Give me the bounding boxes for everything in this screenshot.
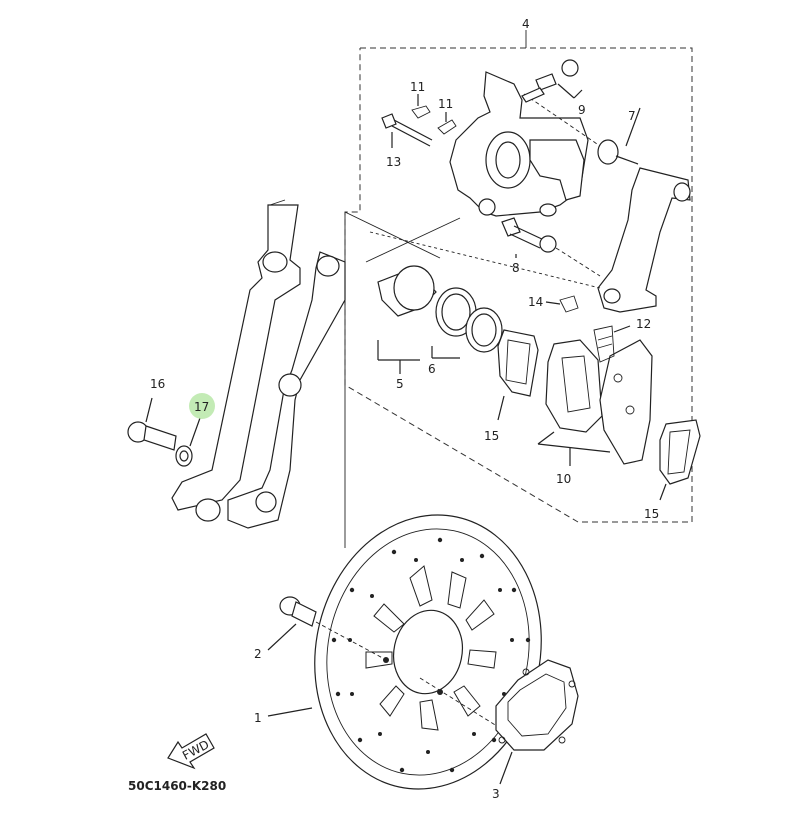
callout-8: 8 (512, 261, 520, 275)
fwd-arrow-icon: FWD (167, 733, 215, 770)
part-2-disc-bolt (267, 596, 501, 729)
caliper-body (449, 71, 589, 217)
part-14-retainer (545, 295, 579, 313)
part-15-shim-a (497, 329, 539, 421)
part-8-slide-pin (501, 217, 601, 277)
callout-3: 3 (492, 787, 500, 801)
callout-17-highlight (189, 393, 215, 419)
callout-15b: 15 (644, 507, 659, 521)
part-3-gasket (495, 659, 579, 785)
part-16-bolt (127, 397, 177, 451)
callout-1: 1 (254, 711, 262, 725)
part-9-bleed-screw (521, 59, 583, 103)
part-12-pad-spring (593, 325, 631, 363)
part-11-clip-b (437, 112, 457, 135)
callout-7: 7 (628, 109, 636, 123)
callout-5: 5 (396, 377, 404, 391)
callout-14: 14 (528, 295, 543, 309)
callout-11b: 11 (438, 97, 453, 111)
callout-13: 13 (386, 155, 401, 169)
part-5-piston (377, 265, 437, 374)
callout-16: 16 (150, 377, 165, 391)
part-1-brake-disc (267, 514, 542, 790)
callout-6: 6 (428, 362, 436, 376)
callout-9: 9 (578, 103, 586, 117)
caliper-assembly-boundary (344, 47, 693, 523)
callout-15a: 15 (484, 429, 499, 443)
fork-leg (171, 199, 346, 548)
part-10-pads (537, 339, 653, 466)
part-7-boot (523, 93, 641, 165)
callout-10: 10 (556, 472, 571, 486)
part-15-shim-b (659, 419, 701, 501)
part-11-clip-a (411, 94, 431, 119)
part-17-washer (175, 417, 201, 467)
callout-2: 2 (254, 647, 262, 661)
callout-4: 4 (522, 17, 530, 31)
part-13-pad-pin (381, 113, 433, 148)
callout-11a: 11 (410, 80, 425, 94)
part-6-seals (431, 287, 503, 359)
caliper-bracket (597, 167, 691, 313)
callout-12: 12 (636, 317, 651, 331)
callout-17: 17 (194, 400, 209, 414)
diagram-code: 50C1460-K280 (128, 779, 226, 793)
